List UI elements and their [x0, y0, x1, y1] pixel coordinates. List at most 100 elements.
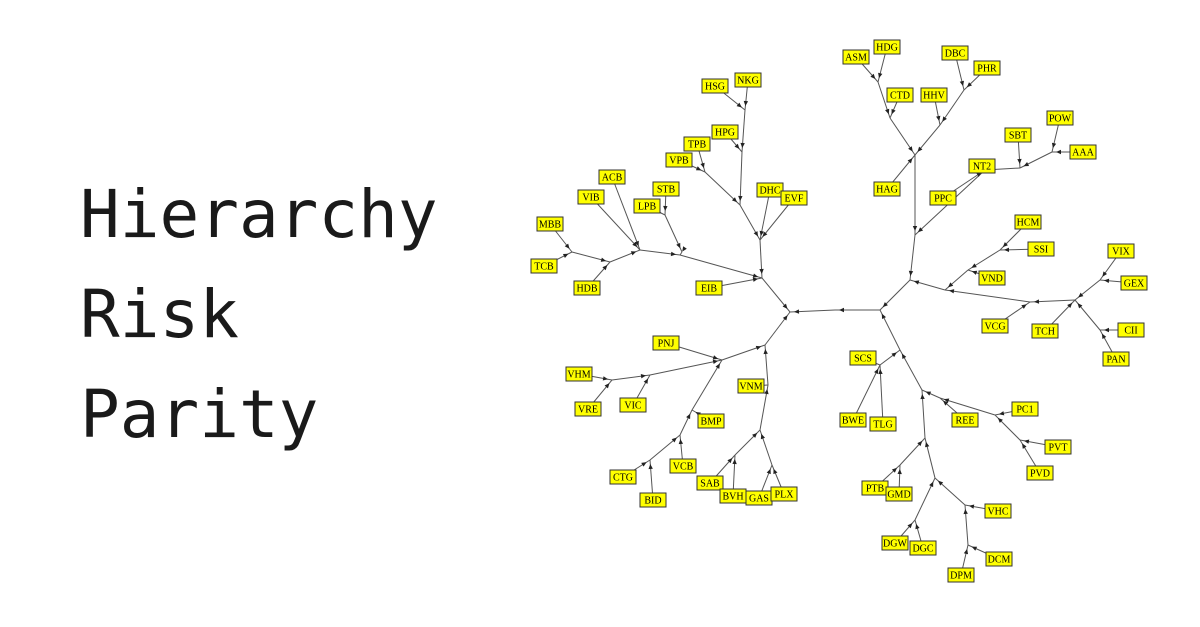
- tree-node-nkg: NKG: [734, 72, 762, 88]
- edge-arrowhead: [878, 368, 883, 375]
- tree-node-bmp: BMP: [697, 413, 725, 429]
- tree-node-vcb: VCB: [669, 458, 697, 474]
- edge-arrowhead: [763, 348, 768, 355]
- node-box: [530, 258, 558, 274]
- node-box: [1046, 110, 1074, 126]
- node-box: [849, 350, 877, 366]
- edge-arrowhead: [1056, 149, 1061, 155]
- node-box: [869, 416, 897, 432]
- tree-node-gas: GAS: [745, 490, 773, 506]
- edge-arrowhead: [1002, 242, 1008, 248]
- node-label: BID: [644, 496, 661, 507]
- node-box: [565, 366, 593, 382]
- node-label: PLX: [775, 490, 795, 501]
- node-label: BMP: [700, 417, 722, 428]
- node-box: [873, 181, 901, 197]
- node-box: [984, 503, 1012, 519]
- node-box: [1044, 439, 1072, 455]
- node-label: TPB: [688, 140, 707, 151]
- node-box: [839, 412, 867, 428]
- tree-node-acb: ACB: [598, 169, 626, 185]
- edge-arrowhead: [712, 359, 719, 364]
- edge-arrowhead: [1023, 439, 1030, 444]
- edge-arrowhead: [752, 277, 759, 282]
- node-box: [683, 136, 711, 152]
- node-box: [886, 87, 914, 103]
- node-label: GAS: [749, 494, 769, 505]
- edge-arrowhead: [604, 383, 610, 389]
- node-box: [973, 60, 1001, 76]
- edge-arrowhead: [762, 231, 768, 237]
- edge-arrowhead: [755, 345, 762, 351]
- tree-node-plx: PLX: [770, 486, 798, 502]
- tree-node-hdb: HDB: [573, 280, 601, 296]
- edge-arrowhead: [670, 251, 677, 257]
- edge-arrowhead: [671, 437, 677, 443]
- node-label: PVT: [1049, 443, 1068, 454]
- tree-node-bwe: BWE: [839, 412, 867, 428]
- edge-arrowhead: [630, 251, 637, 256]
- node-box: [1107, 243, 1135, 259]
- tree-node-hpg: HPG: [711, 124, 739, 140]
- edge-arrowhead: [881, 313, 886, 320]
- edge-arrowhead: [712, 355, 719, 360]
- edge-arrowhead: [695, 166, 702, 171]
- node-label: HCM: [1017, 218, 1040, 229]
- edge-arrowhead: [912, 226, 918, 231]
- page-title: Hierarchy Risk Parity: [80, 165, 438, 465]
- node-label: BWE: [842, 416, 864, 427]
- node-label: STB: [657, 185, 676, 196]
- node-label: EIB: [701, 284, 717, 295]
- edge-arrowhead: [782, 303, 788, 309]
- edge-arrowhead: [1033, 299, 1040, 304]
- node-box: [985, 551, 1013, 567]
- node-box: [573, 280, 601, 296]
- edge-arrowhead: [925, 391, 932, 396]
- tree-edge: [944, 289, 1031, 303]
- node-label: POW: [1049, 114, 1072, 125]
- tree-node-dgc: DGC: [909, 540, 937, 556]
- edge-arrowhead: [925, 441, 930, 448]
- tree-node-ctg: CTG: [609, 469, 637, 485]
- node-label: VHM: [567, 370, 590, 381]
- tree-node-asm: ASM: [842, 49, 870, 65]
- tree-node-vib: VIB: [577, 189, 605, 205]
- edge-arrowhead: [1101, 333, 1107, 339]
- edge-arrowhead: [943, 398, 950, 403]
- edge-arrowhead: [907, 158, 913, 164]
- node-label: PVD: [1030, 469, 1050, 480]
- edge-arrowhead: [634, 240, 639, 247]
- node-label: VNM: [739, 382, 762, 393]
- node-label: VIC: [624, 401, 642, 412]
- edge-arrowhead: [839, 307, 844, 313]
- edge-arrowhead: [740, 142, 745, 149]
- tree-node-tlg: TLG: [869, 416, 897, 432]
- tree-edge: [921, 389, 941, 399]
- edge-arrowhead: [878, 72, 883, 79]
- tree-node-hhv: HHV: [920, 87, 948, 103]
- edge-arrowhead: [1023, 162, 1030, 167]
- edge-arrowhead: [641, 462, 647, 467]
- tree-node-bvh: BVH: [719, 488, 747, 504]
- node-label: PAN: [1106, 355, 1125, 366]
- edge-arrowhead: [759, 230, 764, 237]
- node-box: [598, 169, 626, 185]
- edge-arrowhead: [917, 146, 923, 152]
- tree-edge: [852, 364, 881, 421]
- edge-arrowhead: [971, 546, 978, 551]
- edge-arrowhead: [759, 268, 764, 275]
- tree-node-vic: VIC: [619, 397, 647, 413]
- edge-arrowhead: [942, 116, 947, 122]
- tree-node-ppc: PPC: [929, 190, 957, 206]
- tree-node-gmd: GMD: [885, 486, 913, 502]
- edge-arrowhead: [1067, 302, 1073, 308]
- node-box: [1120, 275, 1148, 291]
- edge-arrowhead: [562, 253, 569, 258]
- node-label: CII: [1124, 326, 1137, 337]
- tree-node-vpb: VPB: [665, 152, 693, 168]
- edge-arrowhead: [891, 108, 896, 115]
- tree-node-dgw: DGW: [881, 535, 909, 551]
- edge-arrowhead: [676, 242, 681, 249]
- tree-edge: [879, 364, 884, 425]
